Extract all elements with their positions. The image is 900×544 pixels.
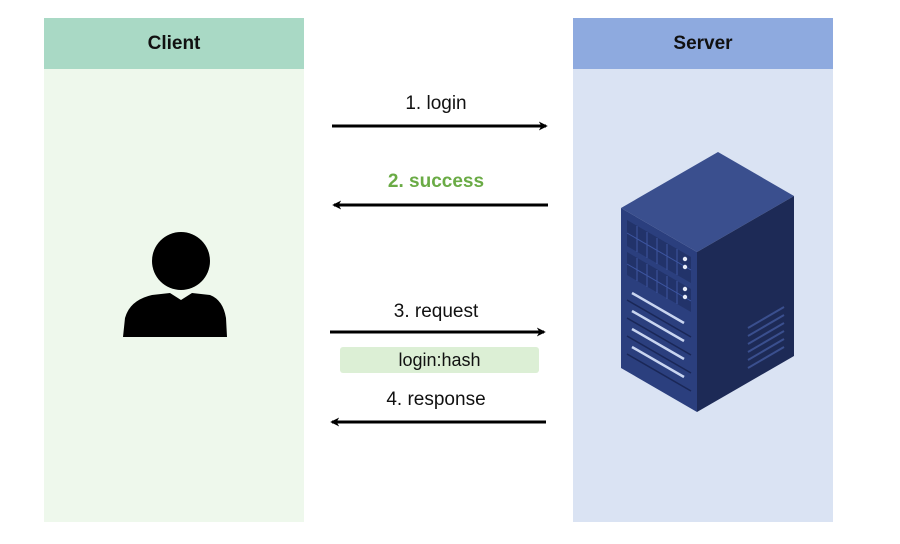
client-lane: Client	[44, 18, 304, 522]
message-label-login: 1. login	[405, 93, 467, 114]
message-label-request: 3. request	[393, 301, 479, 322]
server-icon	[621, 152, 794, 412]
message-label-response: 4. response	[386, 389, 486, 410]
message-label-success: 2. success	[387, 171, 485, 192]
payload-tag: login:hash	[340, 347, 539, 373]
server-lane-title: Server	[573, 18, 833, 69]
client-lane-title: Client	[44, 18, 304, 69]
client-lane-body	[44, 69, 304, 522]
user-icon	[123, 232, 227, 337]
